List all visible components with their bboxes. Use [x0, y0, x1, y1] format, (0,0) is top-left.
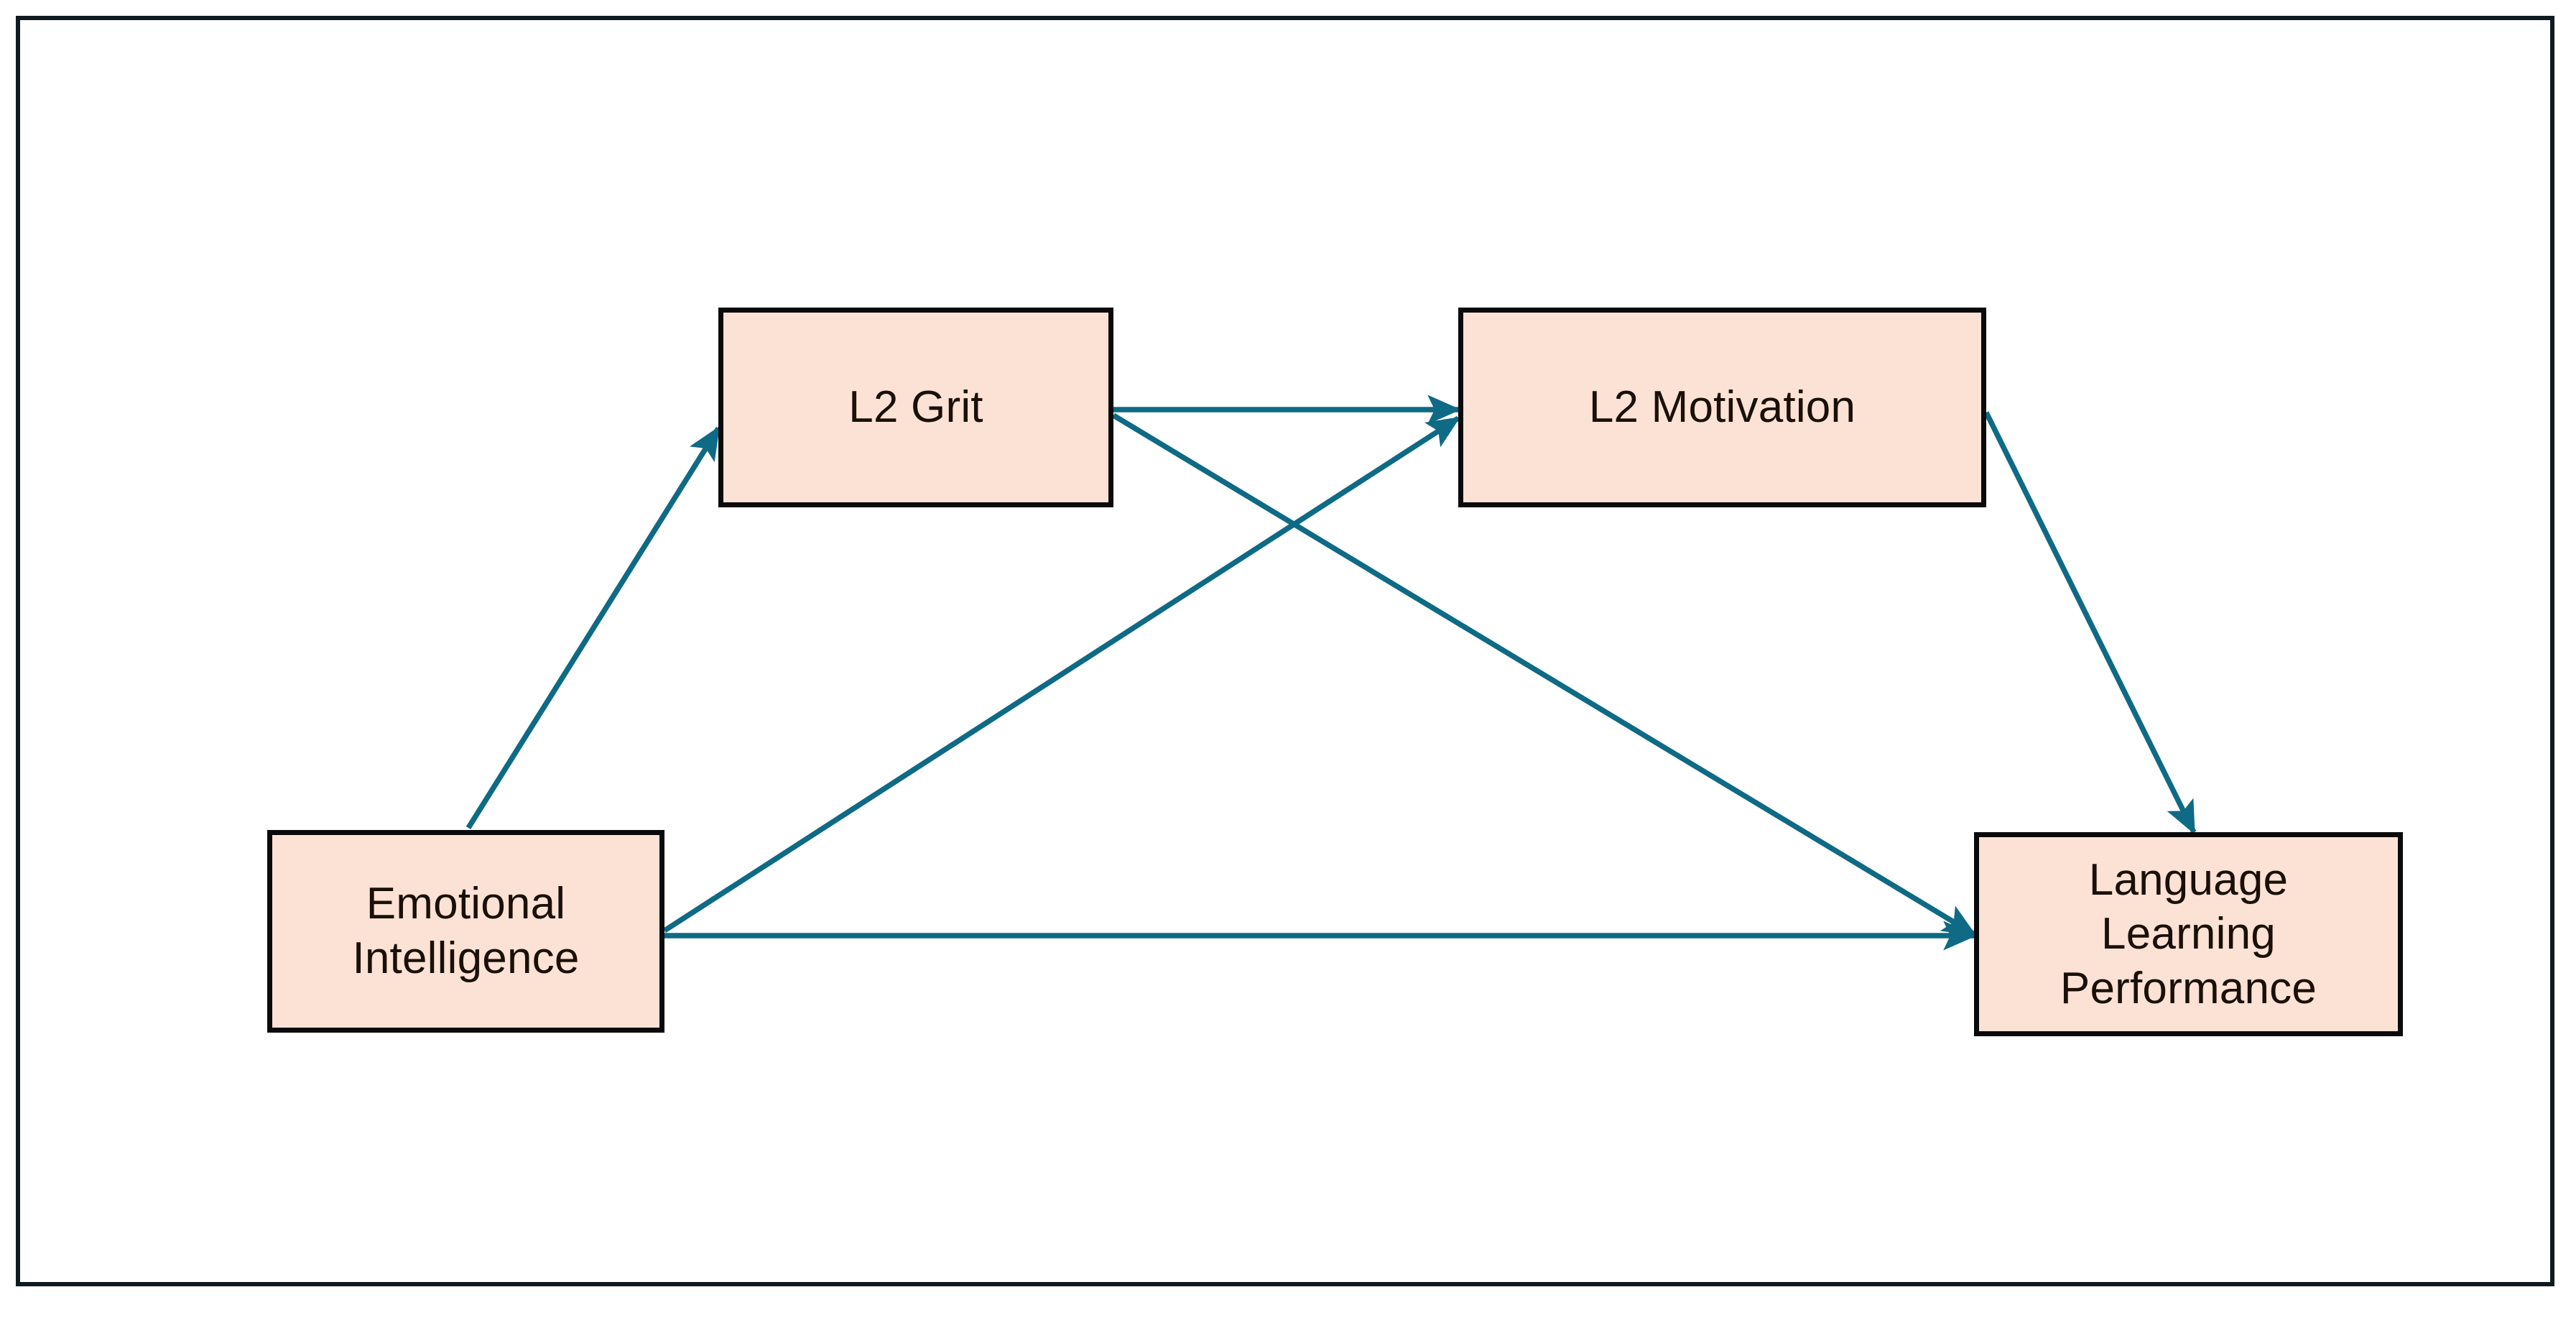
node-emotional-intelligence[interactable]: Emotional Intelligence [267, 830, 664, 1033]
node-emotional-intelligence-label: Emotional Intelligence [352, 879, 580, 983]
node-l2-grit[interactable]: L2 Grit [718, 308, 1113, 507]
node-l2-motivation-label: L2 Motivation [1588, 382, 1856, 433]
node-language-learning-performance[interactable]: Language Learning Performance [1974, 832, 2403, 1036]
node-l2-motivation[interactable]: L2 Motivation [1458, 308, 1986, 507]
node-language-learning-performance-label: Language Learning Performance [2060, 854, 2317, 1013]
diagram-border [16, 16, 2554, 1286]
node-l2-grit-label: L2 Grit [848, 382, 983, 433]
